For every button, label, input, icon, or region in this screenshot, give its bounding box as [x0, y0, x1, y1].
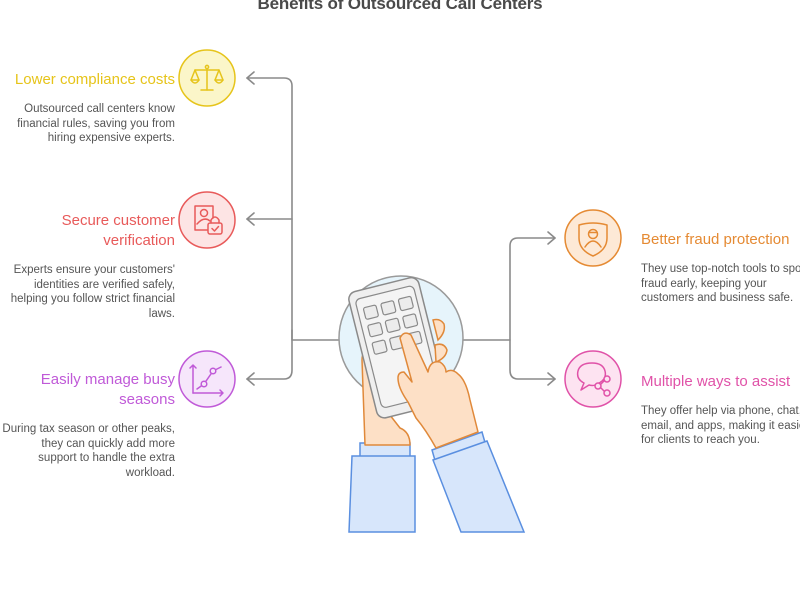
- benefit-easily-manage-busy-seasons: Easily manage busy seasons During tax se…: [0, 370, 175, 480]
- key: [384, 317, 401, 333]
- benefit-description: They use top-notch tools to spot fraud e…: [641, 263, 800, 304]
- benefit-description: They offer help via phone, chat, email, …: [641, 405, 800, 446]
- right-sleeve: [431, 431, 526, 533]
- key: [402, 313, 419, 329]
- left-hand-fingers: [432, 318, 448, 364]
- benefit-secure-customer-verification: Secure customer verification Experts ens…: [0, 211, 175, 321]
- benefit-better-fraud-protection: Better fraud protection They use top-not…: [641, 230, 800, 306]
- chat-share-icon: [563, 349, 623, 409]
- benefit-heading: Easily manage busy seasons: [40, 371, 175, 408]
- arrowhead-right-bottom: [547, 372, 556, 386]
- benefit-description: During tax season or other peaks, they c…: [2, 423, 175, 479]
- benefit-description: Experts ensure your customers' identitie…: [10, 264, 175, 320]
- arrowhead-right-top: [547, 231, 556, 245]
- key: [362, 304, 379, 320]
- arrowhead-left-bottom: [246, 372, 255, 386]
- diagram-title: Benefits of Outsourced Call Centers: [257, 0, 543, 13]
- benefit-heading: Better fraud protection: [641, 231, 790, 248]
- right-hand: [397, 332, 479, 449]
- benefit-heading: Multiple ways to assist: [641, 373, 791, 390]
- connector-right-trunk: [461, 237, 556, 341]
- benefit-lower-compliance-costs: Lower compliance costs Outsourced call c…: [0, 70, 175, 146]
- left-sleeve: [348, 442, 416, 533]
- benefit-multiple-ways-to-assist: Multiple ways to assist They offer help …: [641, 372, 800, 448]
- key: [367, 322, 384, 338]
- key: [371, 339, 388, 355]
- shield-user-icon: [563, 208, 623, 268]
- connector-right-bottom: [509, 339, 556, 380]
- id-lock-icon: [177, 190, 237, 250]
- benefit-heading: Lower compliance costs: [14, 71, 175, 88]
- key: [380, 300, 397, 316]
- benefit-heading: Secure customer verification: [61, 212, 175, 249]
- connector-left-trunk: [246, 77, 341, 341]
- scales-icon: [177, 48, 237, 108]
- connector-left-bottom: [246, 329, 293, 380]
- benefit-description: Outsourced call centers know financial r…: [17, 103, 175, 144]
- key: [397, 295, 414, 312]
- arrowhead-left-middle: [246, 212, 255, 226]
- growth-chart-icon: [177, 349, 237, 409]
- arrowhead-left-top: [246, 71, 255, 85]
